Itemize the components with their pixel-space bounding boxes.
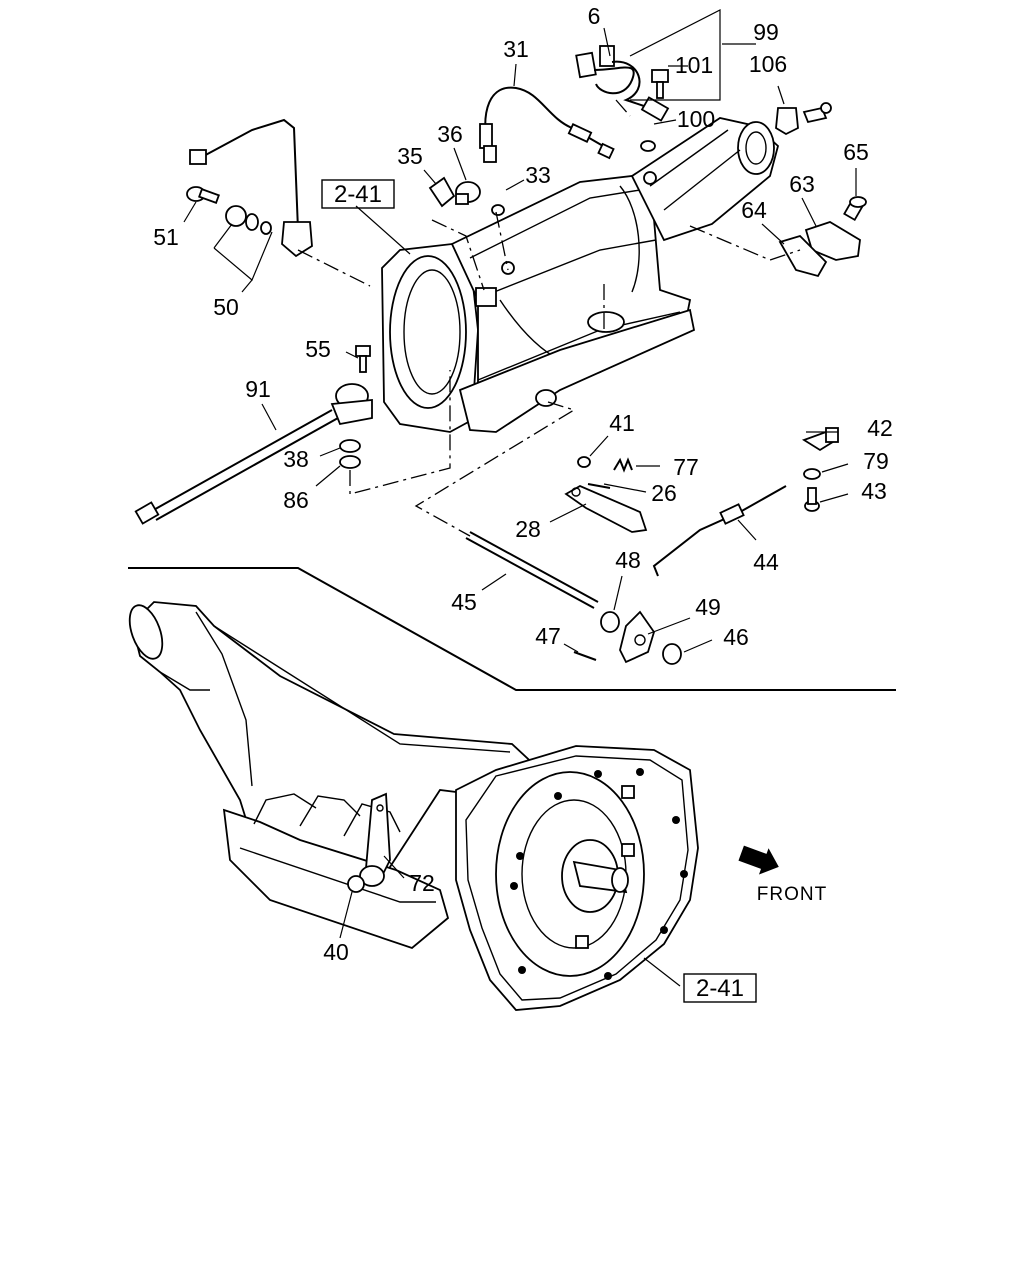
callout-55: 55 bbox=[305, 336, 331, 362]
pin-47 bbox=[573, 651, 597, 661]
bolt-101 bbox=[651, 69, 669, 99]
callout-41: 41 bbox=[609, 410, 635, 436]
leader-lines-upper bbox=[183, 9, 857, 653]
leader-40 bbox=[339, 891, 353, 939]
washers-50 bbox=[225, 205, 272, 235]
section-ref-top: 2-41 bbox=[334, 181, 382, 208]
callout-51: 51 bbox=[153, 224, 179, 250]
callout-99: 99 bbox=[753, 19, 779, 45]
callout-35: 35 bbox=[397, 143, 423, 169]
clip-35 bbox=[428, 176, 456, 208]
nut-41 bbox=[577, 456, 591, 468]
speed-cable-31 bbox=[479, 86, 615, 163]
bracket-72 bbox=[359, 792, 391, 887]
plug-36 bbox=[455, 181, 481, 205]
bolt-65 bbox=[843, 196, 867, 222]
nut-40 bbox=[347, 875, 365, 893]
lever-28 bbox=[564, 484, 648, 533]
bushing-46 bbox=[662, 643, 682, 665]
section-ref-bottom: 2-41 bbox=[696, 975, 744, 1002]
callout-6: 6 bbox=[588, 3, 601, 29]
callout-101: 101 bbox=[675, 52, 713, 78]
bolt-51 bbox=[186, 186, 220, 204]
callout-91: 91 bbox=[245, 376, 271, 402]
callout-26: 26 bbox=[651, 480, 677, 506]
o-ring-38 bbox=[339, 439, 361, 453]
callout-38: 38 bbox=[283, 446, 309, 472]
callout-49: 49 bbox=[695, 594, 721, 620]
bracket-106 bbox=[775, 102, 832, 136]
transmission-case-upper bbox=[381, 117, 780, 433]
callout-33: 33 bbox=[525, 162, 551, 188]
assembly-line-7 bbox=[689, 225, 801, 261]
bolt-55 bbox=[355, 345, 371, 373]
bushing-48 bbox=[600, 611, 620, 633]
bracket-64 bbox=[778, 234, 828, 278]
sensor-91 bbox=[134, 383, 373, 525]
assembly-line-4 bbox=[349, 370, 451, 495]
shaft-45 bbox=[465, 531, 599, 609]
callout-43: 43 bbox=[861, 478, 887, 504]
callout-48: 48 bbox=[615, 547, 641, 573]
wiring-harness-99 bbox=[575, 45, 670, 122]
callout-64: 64 bbox=[741, 197, 767, 223]
callout-86: 86 bbox=[283, 487, 309, 513]
section-ref-box-top bbox=[321, 179, 395, 209]
callout-100: 100 bbox=[677, 106, 715, 132]
washer-79 bbox=[803, 468, 821, 480]
pin-26 bbox=[587, 483, 611, 489]
callout-50: 50 bbox=[213, 294, 239, 320]
spring-77 bbox=[613, 457, 633, 473]
section-ref-box-bottom bbox=[683, 973, 757, 1003]
callout-31: 31 bbox=[503, 36, 529, 62]
callout-36: 36 bbox=[437, 121, 463, 147]
shift-rod-44 bbox=[652, 485, 787, 577]
transmission-assembly-lower bbox=[128, 601, 699, 1011]
washer-86 bbox=[339, 455, 361, 469]
callout-72: 72 bbox=[409, 870, 435, 896]
front-arrow-icon bbox=[738, 845, 779, 875]
bolt-43 bbox=[804, 487, 820, 512]
callout-63: 63 bbox=[789, 171, 815, 197]
leader-72 bbox=[383, 855, 405, 879]
o-ring-33 bbox=[491, 204, 505, 216]
leader-2-41-bottom bbox=[643, 957, 681, 987]
inhibitor-switch-wire bbox=[189, 118, 313, 258]
clip-42 bbox=[801, 427, 839, 452]
callout-65: 65 bbox=[843, 139, 869, 165]
washer-100 bbox=[640, 140, 656, 152]
assembly-line-8 bbox=[615, 99, 631, 117]
assembly-line-6 bbox=[414, 401, 576, 537]
section-divider-line bbox=[128, 567, 896, 691]
assembly-line-3 bbox=[431, 219, 485, 291]
callout-44: 44 bbox=[753, 549, 779, 575]
assembly-line-2 bbox=[495, 211, 509, 271]
callout-77: 77 bbox=[673, 454, 699, 480]
callout-45: 45 bbox=[451, 589, 477, 615]
callout-28: 28 bbox=[515, 516, 541, 542]
callout-106: 106 bbox=[749, 51, 787, 77]
assembly-line-1 bbox=[297, 249, 371, 287]
lever-49 bbox=[619, 610, 655, 664]
callout-47: 47 bbox=[535, 623, 561, 649]
callout-46: 46 bbox=[723, 624, 749, 650]
callout-40: 40 bbox=[323, 939, 349, 965]
front-label: FRONT bbox=[757, 884, 827, 905]
callout-42: 42 bbox=[867, 415, 893, 441]
callout-79: 79 bbox=[863, 448, 889, 474]
